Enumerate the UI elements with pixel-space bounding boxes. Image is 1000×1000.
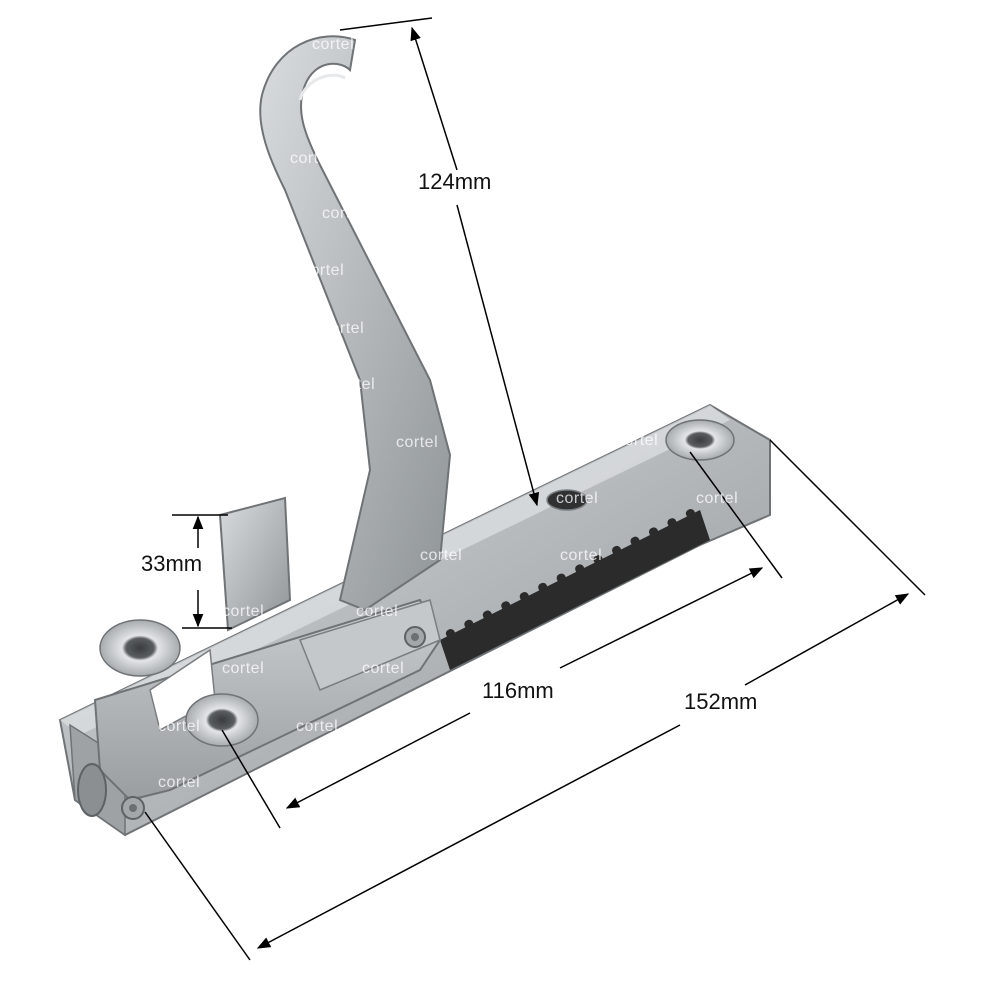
- dim-label-152: 152mm: [682, 689, 760, 714]
- front-plate: [93, 598, 442, 802]
- gear-tooth: [538, 582, 560, 617]
- mount-hole-right: [665, 419, 735, 461]
- gear-tooth: [685, 508, 708, 543]
- gear-tooth: [630, 536, 652, 571]
- dim-line-116: [221, 451, 783, 829]
- hook-arm: [259, 35, 452, 612]
- rail-hole-middle: [546, 489, 588, 511]
- gear-tooth: [593, 555, 615, 589]
- mount-hole-left: [185, 693, 259, 747]
- dim-label-116: 116mm: [480, 678, 556, 703]
- tab-plate: [218, 496, 292, 632]
- dim-line-152: [144, 439, 926, 961]
- gear-tooth: [482, 610, 504, 645]
- gear-tooth: [575, 564, 597, 598]
- gear-tooth: [445, 628, 468, 663]
- gear-tooth: [667, 518, 689, 552]
- dim-line-33: [172, 514, 232, 629]
- gear-tooth: [519, 592, 541, 626]
- dim-label-33: 33mm: [139, 551, 205, 576]
- gear-tooth: [612, 545, 634, 580]
- dim-line-124: [339, 17, 540, 507]
- gear-tooth: [501, 601, 523, 635]
- end-roller: [77, 763, 145, 820]
- gear-tooth: [648, 527, 671, 562]
- gear-rack: [440, 508, 710, 670]
- dim-label-124: 124mm: [416, 169, 494, 194]
- mount-hole-left-top: [99, 619, 181, 677]
- gear-tooth: [556, 573, 578, 608]
- gear-tooth: [464, 619, 486, 654]
